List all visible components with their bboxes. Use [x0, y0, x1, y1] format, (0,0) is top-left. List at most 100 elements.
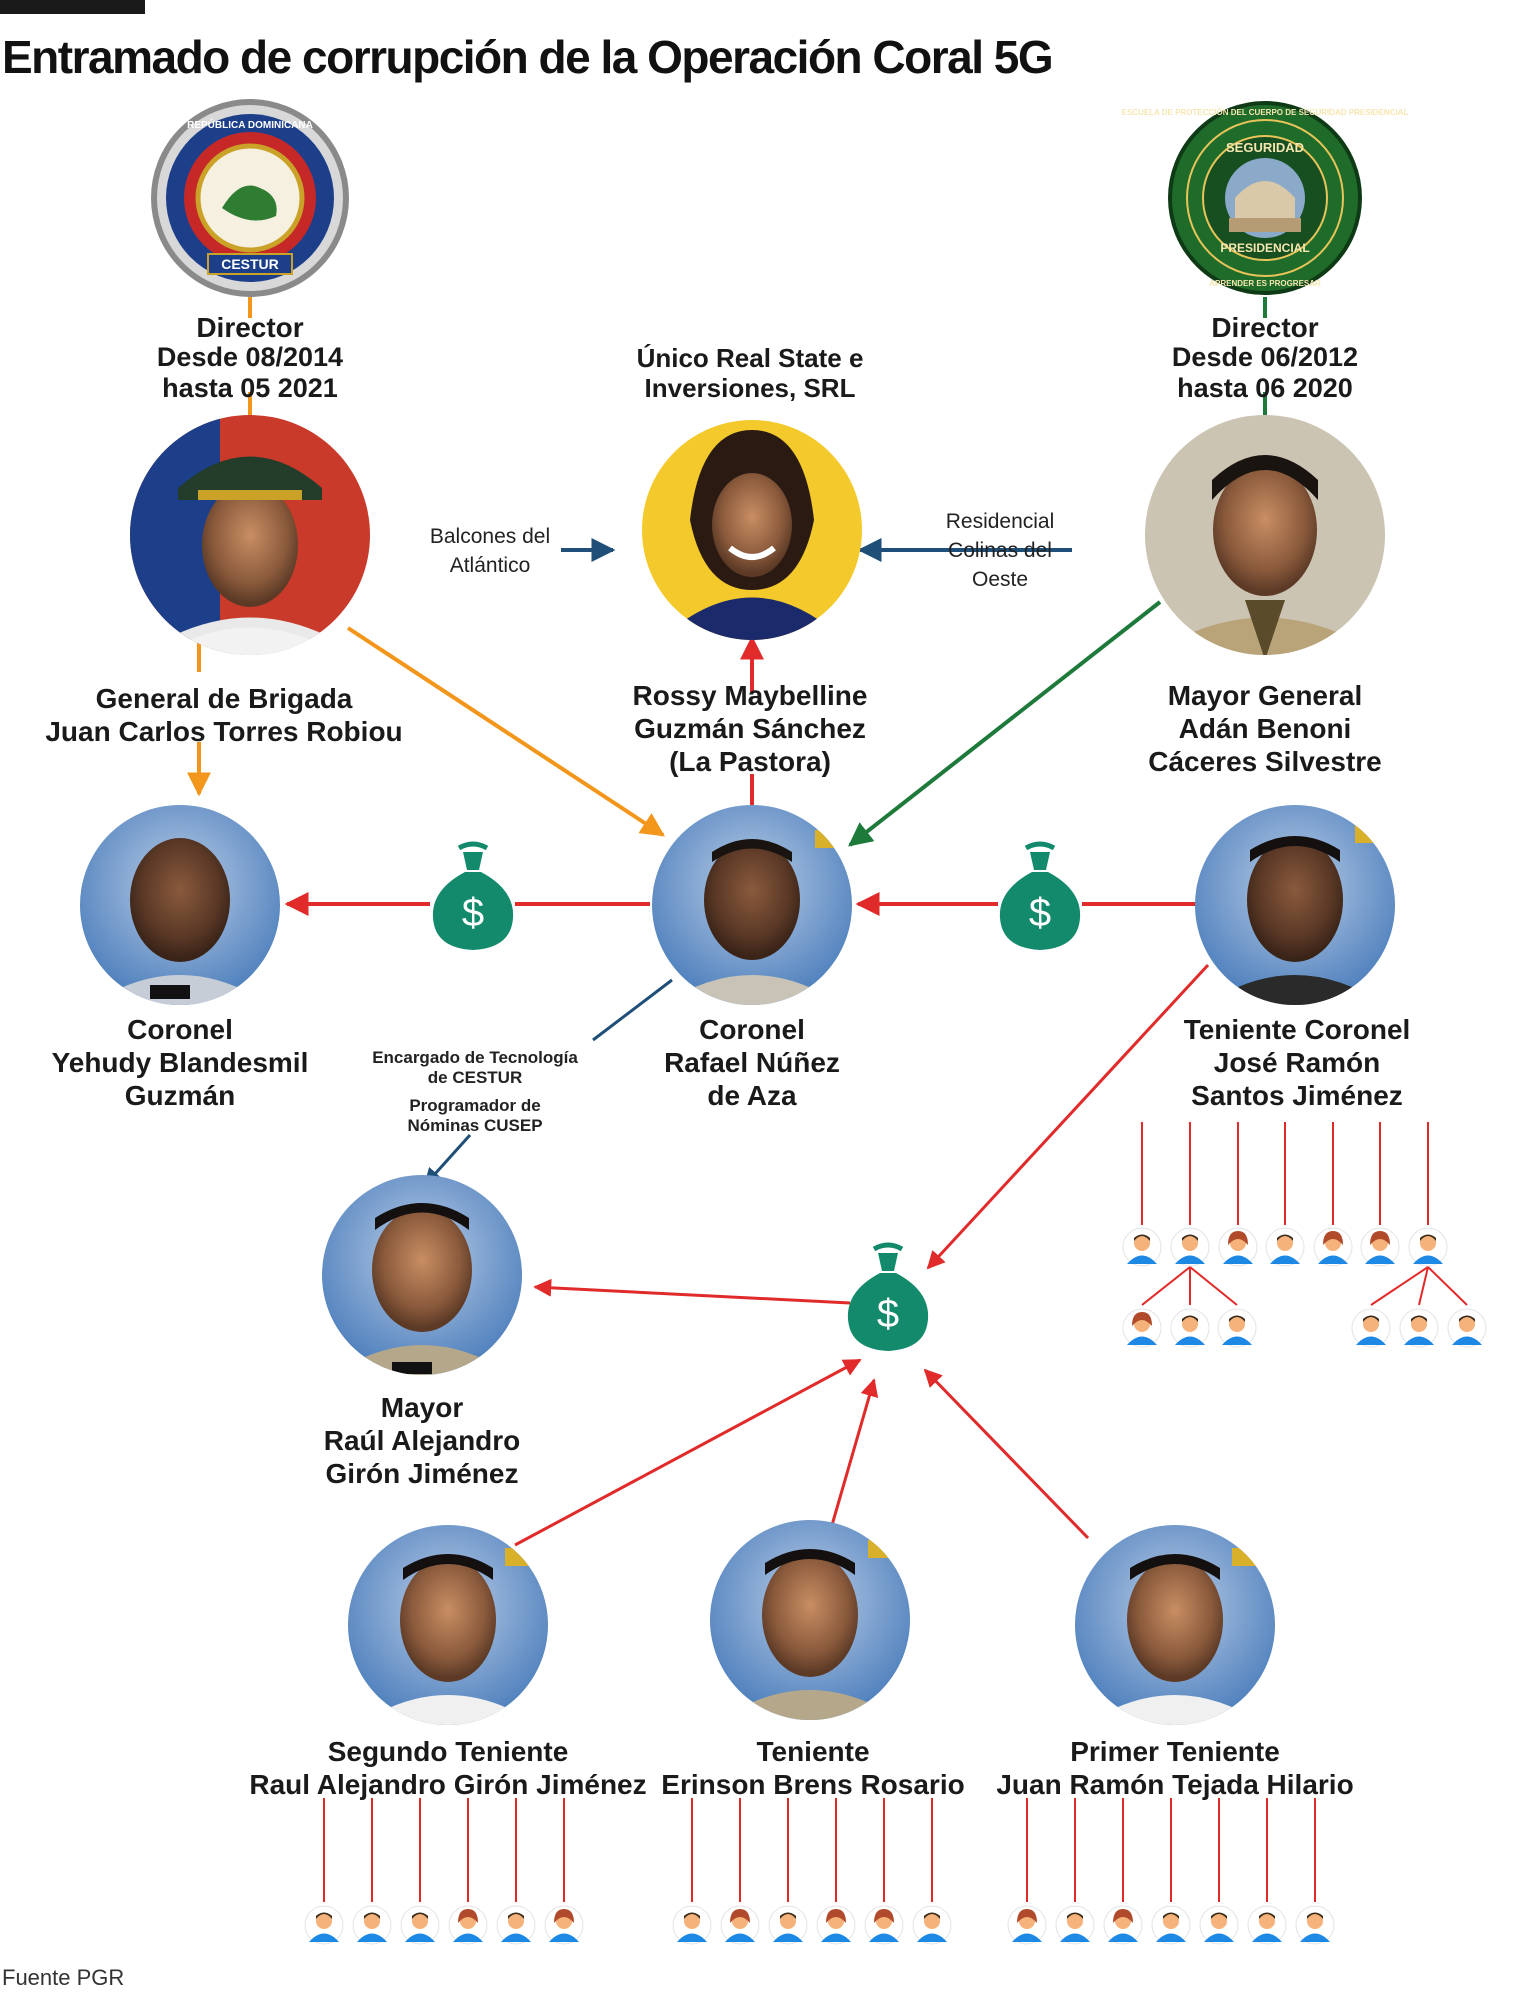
person-rank: Coronel: [699, 1014, 805, 1045]
person-icon: [912, 1905, 952, 1945]
director-from: Desde 06/2012: [1171, 342, 1359, 372]
person-icon: [1313, 1227, 1353, 1267]
person-icon: [1170, 1227, 1210, 1267]
person-rank: Primer Teniente: [1070, 1736, 1280, 1767]
svg-text:APRENDER ES PROGRESAR: APRENDER ES PROGRESAR: [1209, 279, 1321, 288]
person-icon: [1218, 1227, 1258, 1267]
person-name: Raúl Alejandro: [323, 1425, 521, 1456]
director-role: Director: [196, 312, 304, 343]
person-icon: [1055, 1905, 1095, 1945]
person-name: Rafael Núñez: [664, 1047, 840, 1078]
source-note: Fuente PGR: [2, 1965, 125, 1990]
red-connectors: [284, 635, 1210, 1547]
person-icon: [1199, 1905, 1239, 1945]
person-rank: General de Brigada: [95, 683, 353, 714]
person-rank: Mayor General: [1167, 680, 1363, 711]
person-icon: [1122, 1227, 1162, 1267]
person-rank: Teniente: [756, 1736, 870, 1767]
person-label-giron-mayor: Mayor Raúl Alejandro Girón Jiménez: [324, 1391, 521, 1490]
green-connectors: [848, 297, 1267, 847]
svg-text:SEGURIDAD: SEGURIDAD: [1226, 140, 1304, 155]
person-label-giron-segundo: Segundo Teniente Raul Alejandro Girón Ji…: [249, 1735, 646, 1801]
svg-text:$: $: [877, 1292, 899, 1336]
portrait-santos: [1195, 805, 1395, 1005]
portrait-blandesmil: [80, 805, 280, 1005]
property-line: Colinas del: [948, 539, 1052, 562]
page-title: Entramado de corrupción de la Operación …: [2, 31, 1054, 83]
person-name: Guzmán: [124, 1080, 236, 1111]
property-left-label: Balcones del Atlántico: [430, 522, 550, 580]
person-icon: [1103, 1905, 1143, 1945]
director-left-dates: Desde 08/2014 hasta 05 2021: [157, 342, 343, 404]
role-line: Encargado de Tecnología: [372, 1048, 578, 1067]
property-line: Residencial: [945, 510, 1055, 533]
property-line: Oeste: [971, 568, 1029, 591]
person-label-torres: General de Brigada Juan Carlos Torres Ro…: [45, 682, 402, 748]
person-icon: [400, 1905, 440, 1945]
portrait-rossy: [642, 420, 862, 640]
money-bag-icon: $: [432, 841, 514, 950]
person-label-blandesmil: Coronel Yehudy Blandesmil Guzmán: [52, 1013, 309, 1112]
person-icon: [448, 1905, 488, 1945]
director-right-label: Director: [1211, 311, 1318, 344]
portrait-torres: [130, 415, 370, 655]
person-icon: [1399, 1308, 1439, 1348]
cestur-seal-icon: REPÚBLICA DOMINICANA CESTUR: [151, 99, 349, 297]
person-icon: [1360, 1227, 1400, 1267]
person-icon: [1447, 1308, 1487, 1348]
person-icon: [768, 1905, 808, 1945]
portrait-brens: [710, 1520, 910, 1720]
person-icon: [496, 1905, 536, 1945]
person-name: Yehudy Blandesmil: [51, 1047, 309, 1078]
person-icon: [1295, 1905, 1335, 1945]
role-tech-label: Encargado de Tecnología de CESTUR Progra…: [372, 1048, 578, 1136]
svg-text:$: $: [1029, 891, 1051, 935]
person-name: Cáceres Silvestre: [1148, 746, 1382, 777]
person-icon: [544, 1905, 584, 1945]
property-line: Balcones del: [429, 525, 551, 548]
person-icon: [816, 1905, 856, 1945]
director-to: hasta 05 2021: [162, 373, 338, 403]
company-line: Inversiones, SRL: [644, 373, 856, 403]
person-name: Girón Jiménez: [325, 1458, 519, 1489]
person-name: Juan Ramón Tejada Hilario: [996, 1769, 1354, 1800]
role-line: Nóminas CUSEP: [407, 1116, 543, 1135]
person-rank: Segundo Teniente: [327, 1736, 569, 1767]
person-name: de Aza: [707, 1080, 797, 1111]
orange-connectors: [187, 297, 666, 837]
person-icon: [304, 1905, 344, 1945]
person-rank: Coronel: [127, 1014, 233, 1045]
person-icon: [1122, 1308, 1162, 1348]
seguridad-presidencial-seal-icon: ESCUELA DE PROTECCIÓN DEL CUERPO DE SEGU…: [1122, 101, 1409, 295]
director-left-label: Director: [196, 311, 303, 344]
subordinate-trees: [304, 1122, 1487, 1945]
person-name: Adán Benoni: [1178, 713, 1352, 744]
person-label-brens: Teniente Erinson Brens Rosario: [661, 1735, 964, 1801]
person-icon: [352, 1905, 392, 1945]
property-right-label: Residencial Colinas del Oeste: [946, 507, 1055, 594]
person-name: Santos Jiménez: [1191, 1080, 1403, 1111]
director-right-dates: Desde 06/2012 hasta 06 2020: [1172, 342, 1358, 404]
portrait-nunez: [652, 805, 852, 1005]
person-name: Guzmán Sánchez: [634, 713, 866, 744]
person-icon: [1151, 1905, 1191, 1945]
person-icon: [1007, 1905, 1047, 1945]
person-icon: [1351, 1308, 1391, 1348]
person-name: Juan Carlos Torres Robiou: [45, 716, 403, 747]
person-name: José Ramón: [1213, 1047, 1381, 1078]
person-icon: [720, 1905, 760, 1945]
director-to: hasta 06 2020: [1177, 373, 1353, 403]
person-label-santos: Teniente Coronel José Ramón Santos Jimén…: [1184, 1013, 1411, 1112]
svg-text:PRESIDENCIAL: PRESIDENCIAL: [1220, 241, 1309, 255]
director-from: Desde 08/2014: [156, 342, 344, 372]
person-icon: [1170, 1308, 1210, 1348]
svg-text:CESTUR: CESTUR: [221, 256, 279, 272]
person-label-tejada: Primer Teniente Juan Ramón Tejada Hilari…: [996, 1735, 1353, 1801]
person-rank: Teniente Coronel: [1183, 1014, 1411, 1045]
money-bag-icon: $: [999, 841, 1081, 950]
svg-text:ESCUELA DE PROTECCIÓN DEL CUER: ESCUELA DE PROTECCIÓN DEL CUERPO DE SEGU…: [1122, 108, 1409, 117]
person-icon: [672, 1905, 712, 1945]
title-accent-bar: [0, 0, 145, 14]
money-bag-icon: $: [847, 1242, 929, 1351]
